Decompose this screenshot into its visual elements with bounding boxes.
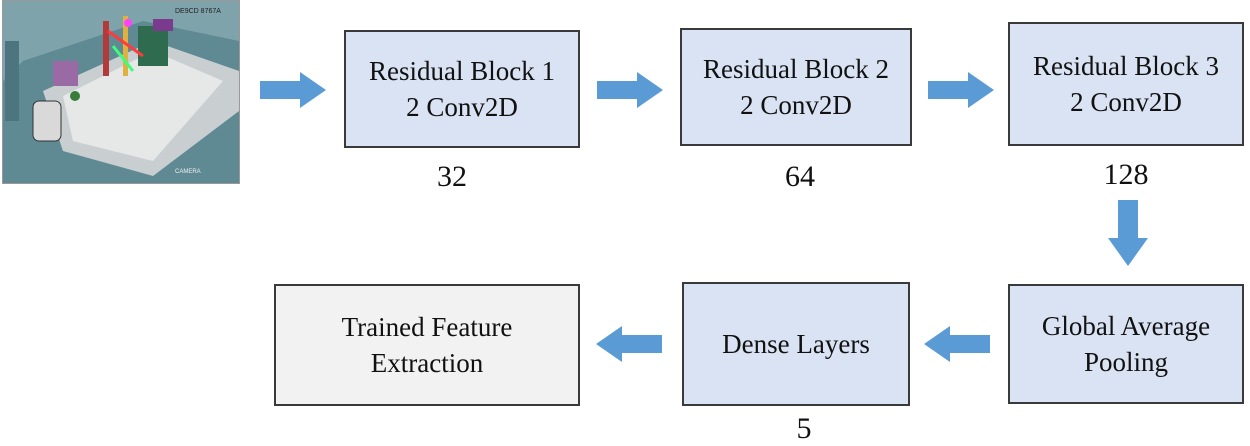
arrow-left-1	[924, 326, 992, 362]
dense-layers-units: 5	[796, 412, 812, 445]
dense-layers-block: Dense Layers	[682, 282, 910, 406]
residual-block-1-subtitle: 2 Conv2D	[406, 92, 518, 122]
residual-block-2-title: Residual Block 2	[703, 54, 889, 84]
input-camera-image: DE9CD 8767A CAMERA	[2, 0, 240, 184]
residual-block-1-filters: 32	[437, 160, 467, 193]
arrow-right-1	[260, 72, 328, 108]
camera-overlay-top: DE9CD 8767A	[175, 8, 221, 15]
residual-block-1: Residual Block 1 2 Conv2D	[344, 30, 580, 148]
global-average-pooling-block: Global Average Pooling	[1008, 284, 1244, 404]
global-average-pooling-title: Global Average	[1041, 311, 1211, 341]
residual-block-2: Residual Block 2 2 Conv2D	[680, 28, 912, 146]
camera-scene: DE9CD 8767A CAMERA	[3, 1, 239, 183]
residual-block-2-filters: 64	[785, 160, 815, 193]
camera-overlay-bottom: CAMERA	[175, 169, 201, 175]
arrow-left-2	[596, 326, 664, 362]
global-average-pooling-subtitle: Pooling	[1083, 347, 1169, 377]
trained-feature-extraction-subtitle: Extraction	[370, 348, 484, 378]
arrow-right-2	[597, 72, 665, 108]
arrow-down	[1108, 200, 1148, 268]
dense-layers-title: Dense Layers	[722, 329, 870, 359]
residual-block-1-title: Residual Block 1	[369, 56, 555, 86]
trained-feature-extraction-title: Trained Feature	[341, 312, 513, 342]
trained-feature-extraction-block: Trained Feature Extraction	[274, 284, 580, 406]
residual-block-3-filters: 128	[1103, 158, 1149, 191]
arrow-right-3	[928, 72, 996, 108]
residual-block-2-subtitle: 2 Conv2D	[740, 90, 852, 120]
residual-block-3: Residual Block 3 2 Conv2D	[1008, 22, 1244, 146]
residual-block-3-subtitle: 2 Conv2D	[1070, 87, 1182, 117]
residual-block-3-title: Residual Block 3	[1033, 51, 1219, 81]
